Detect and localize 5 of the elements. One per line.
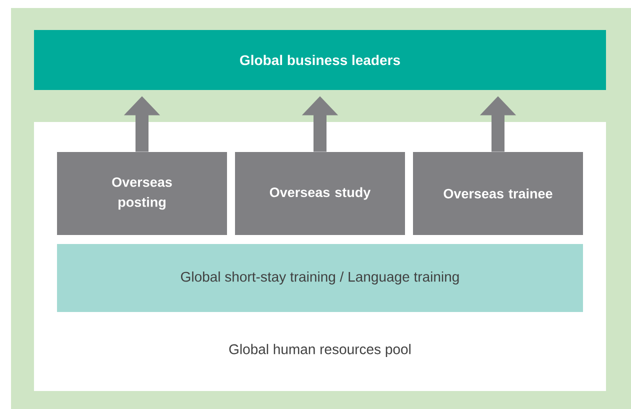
program-box: Overseas trainee [413,152,583,235]
training-bar: Global short-stay training / Language training [57,244,583,312]
header-box: Global business leaders [34,30,606,90]
program-box: Overseas study [235,152,405,235]
program-box: Overseas posting [57,152,227,235]
